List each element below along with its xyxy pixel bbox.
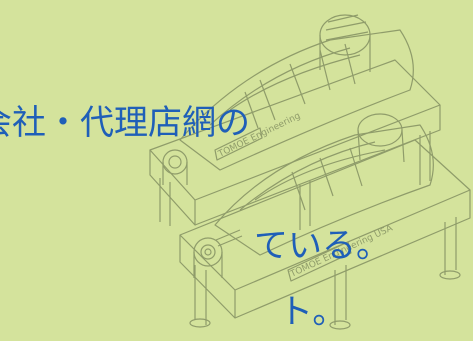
caption-line-2: ている。 xyxy=(254,226,390,266)
caption-line-1: 会社・代理店網の xyxy=(0,103,250,143)
caption-line-3: ト。 xyxy=(279,292,347,332)
